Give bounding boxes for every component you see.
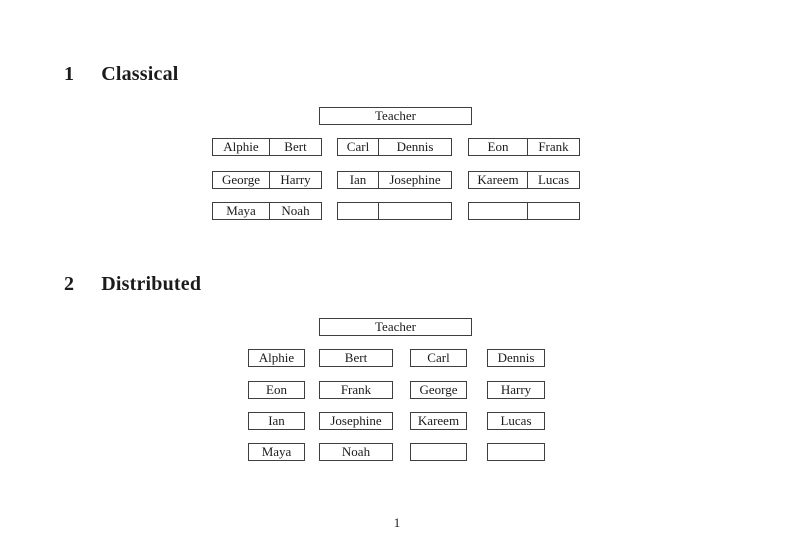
- desk-empty: [468, 202, 580, 220]
- teacher-box: Teacher: [319, 107, 472, 125]
- seat-empty: [528, 203, 579, 219]
- seat: Frank: [319, 381, 393, 399]
- distributed-desk-row-2: Eon Frank George Harry: [248, 381, 545, 399]
- seat: Carl: [410, 349, 467, 367]
- seat: Maya: [213, 203, 270, 219]
- seat: Maya: [248, 443, 305, 461]
- seat: George: [213, 172, 270, 188]
- desk-empty: [337, 202, 452, 220]
- seat: Josephine: [389, 172, 441, 187]
- seat: George: [410, 381, 467, 399]
- seat: Harry: [280, 172, 311, 187]
- seat-empty: [469, 203, 528, 219]
- seat-empty: [338, 203, 379, 219]
- classical-desk-row-1: Alphie Bert Carl Dennis Eon Frank: [212, 138, 580, 156]
- seat: Kareem: [469, 172, 528, 188]
- section-number: 1: [64, 63, 75, 85]
- seat: Ian: [338, 172, 379, 188]
- desk: Alphie Bert: [212, 138, 322, 156]
- seat: Josephine: [319, 412, 393, 430]
- seat: Noah: [319, 443, 393, 461]
- desk: Ian Josephine: [337, 171, 452, 189]
- section-1-heading: 1 Classical: [64, 62, 179, 86]
- seat-empty: [379, 203, 451, 219]
- seat: Lucas: [537, 172, 570, 187]
- desk: Carl Dennis: [337, 138, 452, 156]
- distributed-desk-row-4: Maya Noah: [248, 443, 545, 461]
- seat: Dennis: [487, 349, 545, 367]
- classical-desk-row-3: Maya Noah: [212, 202, 580, 220]
- teacher-box: Teacher: [319, 318, 472, 336]
- desk: Maya Noah: [212, 202, 322, 220]
- seat: Bert: [319, 349, 393, 367]
- desk: Eon Frank: [468, 138, 580, 156]
- section-number: 2: [64, 273, 75, 295]
- seat-empty: [410, 443, 467, 461]
- section-title: Classical: [101, 63, 179, 85]
- seat: Kareem: [410, 412, 467, 430]
- seat: Alphie: [213, 139, 270, 155]
- seat: Eon: [469, 139, 528, 155]
- section-title: Distributed: [101, 273, 202, 295]
- seat: Harry: [487, 381, 545, 399]
- section-2-heading: 2 Distributed: [64, 272, 201, 296]
- seat: Dennis: [396, 139, 434, 154]
- seat: Carl: [338, 139, 379, 155]
- seat: Eon: [248, 381, 305, 399]
- seat: Frank: [538, 139, 569, 154]
- desk: Kareem Lucas: [468, 171, 580, 189]
- page-number: 1: [393, 515, 401, 530]
- seat: Ian: [248, 412, 305, 430]
- distributed-desk-row-1: Alphie Bert Carl Dennis: [248, 349, 545, 367]
- seat: Lucas: [487, 412, 545, 430]
- seat: Bert: [284, 139, 307, 154]
- desk: George Harry: [212, 171, 322, 189]
- seat-empty: [487, 443, 545, 461]
- seat: Alphie: [248, 349, 305, 367]
- classical-desk-row-2: George Harry Ian Josephine Kareem Lucas: [212, 171, 580, 189]
- distributed-desk-row-3: Ian Josephine Kareem Lucas: [248, 412, 545, 430]
- seat: Noah: [281, 203, 310, 218]
